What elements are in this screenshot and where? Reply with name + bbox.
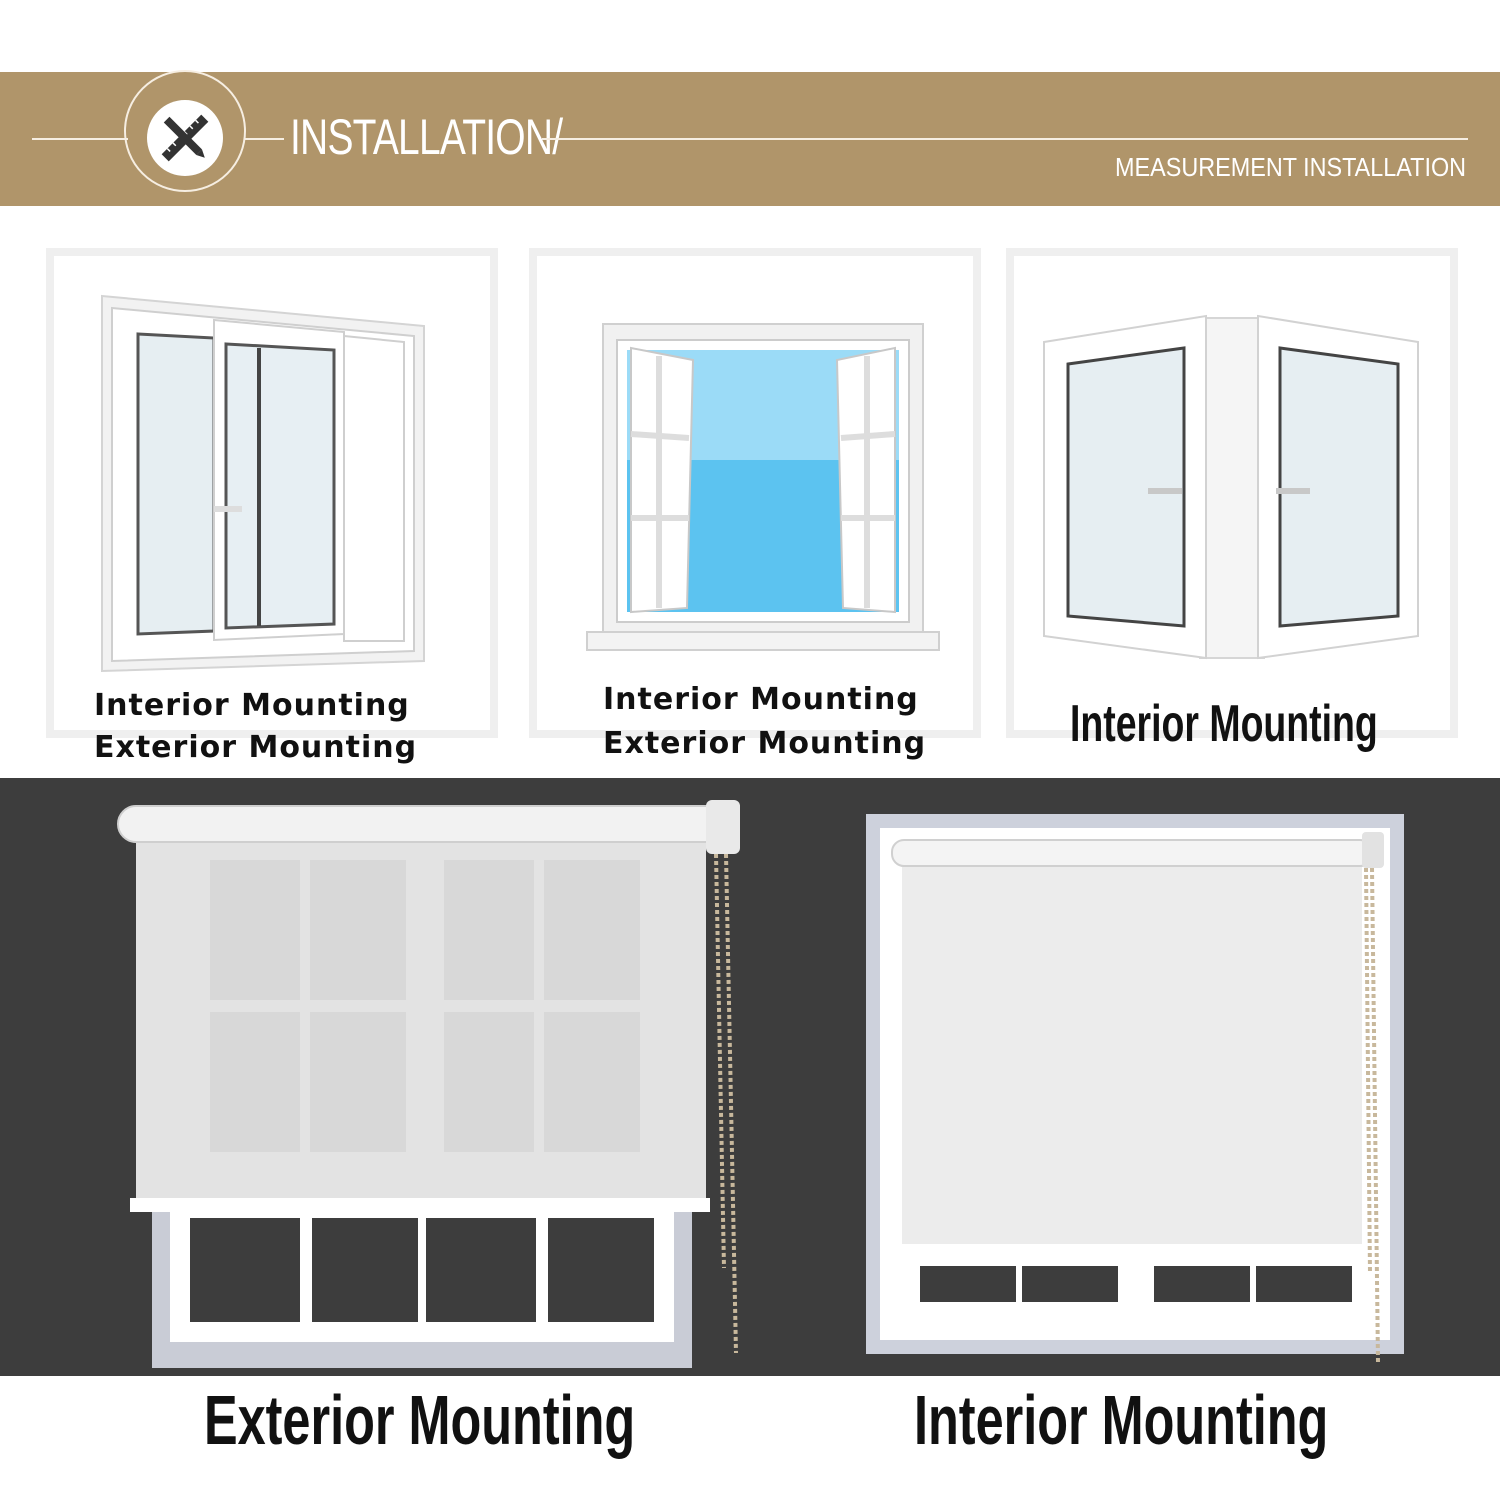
interior-blind-image <box>866 814 1404 1363</box>
card-label-line1: Interior Mounting <box>1070 695 1378 753</box>
card-open-window: Interior Mounting Exterior Mounting <box>529 248 981 761</box>
card-label-line1: Interior Mounting <box>94 688 410 723</box>
exterior-blind-image <box>117 800 740 1368</box>
open-window-image <box>586 323 940 651</box>
exterior-mounting-label: Exterior Mounting <box>204 1381 636 1459</box>
card-label-line2: Exterior Mounting <box>94 730 418 765</box>
casement-window-image <box>1043 314 1419 660</box>
card-label-line2: Exterior Mounting <box>603 726 927 761</box>
header-banner: INSTALLATION/ MEASUREMENT INSTALLATION <box>0 70 1500 206</box>
ruler-pencil-cross-icon <box>147 100 223 176</box>
divider-line <box>244 138 284 140</box>
examples-panel <box>0 778 1500 1376</box>
icon-ring <box>124 70 246 192</box>
section-title: INSTALLATION/ <box>290 109 563 165</box>
interior-mounting-label: Interior Mounting <box>914 1381 1329 1459</box>
card-casement-window: Interior Mounting <box>1006 248 1458 753</box>
card-label-line1: Interior Mounting <box>603 682 919 717</box>
divider-line <box>542 138 1468 140</box>
divider-line <box>32 138 128 140</box>
card-sliding-window: Interior Mounting Exterior Mounting <box>46 248 498 765</box>
section-subtitle: MEASUREMENT INSTALLATION <box>1114 152 1466 182</box>
icon-holder <box>134 100 236 176</box>
sliding-window-image <box>101 294 425 673</box>
